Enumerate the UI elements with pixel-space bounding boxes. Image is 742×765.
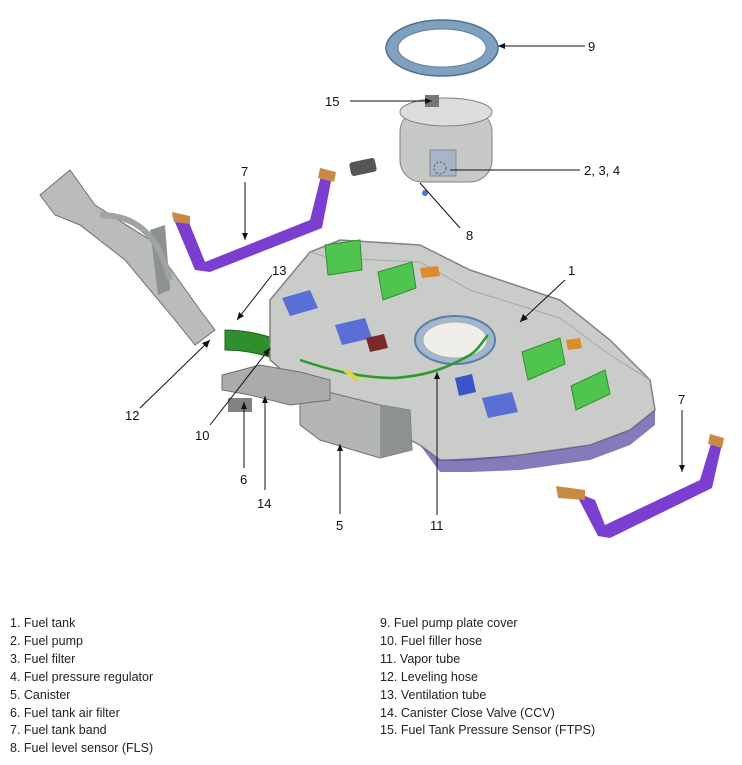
fuel-tank-band-lower — [556, 434, 724, 538]
vapor-tube — [299, 334, 489, 380]
yellow-connector — [343, 368, 360, 382]
tank-markers — [366, 266, 582, 352]
legend-item: 14. Canister Close Valve (CCV) — [380, 705, 555, 720]
callout-10: 10 — [195, 428, 209, 443]
legend-item: 6. Fuel tank air filter — [10, 705, 120, 720]
fuel-pump-module — [349, 95, 493, 196]
fuel-filler-neck — [39, 169, 216, 346]
callout-14: 14 — [257, 496, 271, 511]
callout-labels: 9 15 2, 3, 4 8 7 13 1 12 10 6 14 5 11 7 — [125, 39, 685, 533]
callout-11: 11 — [430, 518, 444, 533]
legend-item: 13. Ventilation tube — [380, 687, 487, 702]
legend-item: 12. Leveling hose — [380, 669, 478, 684]
legend-item: 9. Fuel pump plate cover — [380, 616, 518, 630]
callout-8: 8 — [466, 228, 473, 243]
callout-9: 9 — [588, 39, 595, 54]
legend-item: 7. Fuel tank band — [10, 723, 107, 738]
legend-item: 3. Fuel filter — [10, 651, 76, 666]
fuel-pump-plate-cover — [385, 19, 499, 77]
callout-6: 6 — [240, 472, 247, 487]
legend-item: 2. Fuel pump — [10, 633, 83, 648]
callout-5: 5 — [336, 518, 343, 533]
fuel-system-diagram: 9 15 2, 3, 4 8 7 13 1 12 10 6 14 5 11 7 — [39, 19, 724, 538]
callout-1: 1 — [568, 263, 575, 278]
fuel-tank-band-upper — [172, 168, 336, 272]
legend-item: 10. Fuel filler hose — [380, 633, 483, 648]
callout-2-3-4: 2, 3, 4 — [584, 163, 620, 178]
legend-item: 4. Fuel pressure regulator — [10, 669, 154, 684]
legend-right-column: 9. Fuel pump plate cover 10. Fuel filler… — [380, 615, 595, 740]
callout-12: 12 — [125, 408, 139, 423]
green-pads — [324, 239, 611, 411]
legend-item: 11. Vapor tube — [380, 651, 461, 666]
legend-left-column: 1. Fuel tank 2. Fuel pump 3. Fuel filter… — [10, 615, 153, 758]
callout-15: 15 — [325, 94, 339, 109]
callout-7-lower: 7 — [678, 392, 685, 407]
callout-13: 13 — [272, 263, 286, 278]
blue-pads — [282, 290, 518, 418]
legend-item: 15. Fuel Tank Pressure Sensor (FTPS) — [380, 723, 596, 738]
legend-item: 5. Canister — [10, 687, 71, 702]
leader-lines — [139, 43, 685, 515]
callout-7-upper: 7 — [241, 164, 248, 179]
canister — [299, 384, 413, 459]
legend-item: 1. Fuel tank — [10, 616, 76, 630]
legend-item: 8. Fuel level sensor (FLS) — [10, 741, 154, 756]
